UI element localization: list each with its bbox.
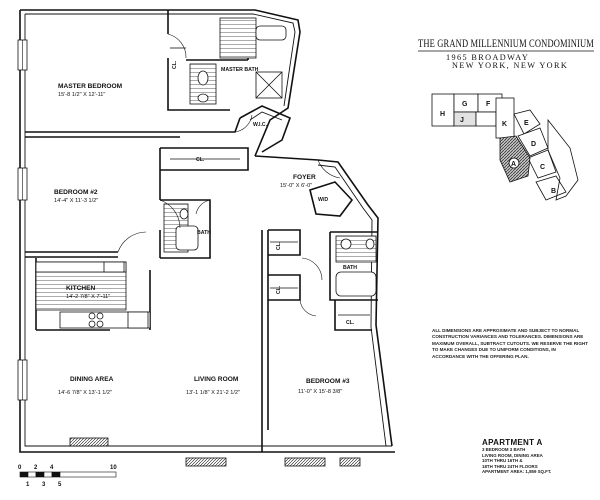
disclaimer-note: ALL DIMENSIONS ARE APPROXIMATE AND SUBJE…	[432, 328, 589, 359]
apartment-line: 10TH THRU 16TH &	[482, 458, 523, 464]
closet-label-bedroom2: CL.	[196, 157, 205, 163]
room-labels: MASTER BEDROOM 15'-8 1/2" X 12'-11" MAST…	[54, 60, 357, 396]
apartment-info: APARTMENT A 3 BEDROOM 3 BATH LIVING ROOM…	[482, 438, 592, 475]
room-living: LIVING ROOM	[194, 376, 239, 383]
room-bedroom-2-dims: 14'-4" X 11'-3 1/2"	[54, 198, 98, 204]
key-unit-f: F	[486, 101, 491, 108]
scale-2: 2	[34, 465, 38, 471]
scale-10: 10	[110, 465, 117, 471]
room-kitchen-dims: 14'-2 7/8" X 7'-11"	[66, 294, 110, 300]
room-wd: W/D	[318, 197, 328, 203]
room-foyer-dims: 15'-0" X 6'-0"	[280, 183, 312, 189]
key-unit-a: A	[511, 161, 516, 168]
closet-label-upper: CL.	[276, 241, 282, 250]
building-title: THE GRAND MILLENNIUM CONDOMINIUM	[418, 38, 594, 50]
scale-1: 1	[26, 482, 30, 488]
building-city: NEW YORK, NEW YORK	[452, 61, 568, 70]
room-bedroom-3-dims: 11'-0" X 15'-8 3/8"	[298, 389, 342, 395]
room-kitchen: KITCHEN	[66, 285, 96, 292]
key-unit-k: K	[502, 121, 507, 128]
key-plan-labels: H G F J K E D C A B	[440, 101, 556, 195]
room-bedroom-3: BEDROOM #3	[306, 378, 350, 385]
apartment-line: LIVING ROOM, DINING AREA	[482, 452, 543, 458]
closet-label-master: CL.	[172, 60, 178, 69]
room-foyer: FOYER	[293, 174, 316, 181]
cabinetry	[35, 17, 377, 329]
room-dining: DINING AREA	[70, 376, 114, 383]
room-bedroom-2: BEDROOM #2	[54, 189, 98, 196]
room-living-dims: 13'-1 1/8" X 21'-2 1/2"	[186, 390, 240, 396]
building-address: 1965 BROADWAY	[446, 53, 529, 62]
apartment-line: APARTMENT AREA: 1,859 SQ.FT.	[482, 469, 552, 475]
scale-3: 3	[42, 482, 46, 488]
windows	[17, 39, 361, 467]
key-unit-b: B	[551, 188, 556, 195]
room-wic: W.I.C.	[253, 122, 268, 128]
key-unit-d: D	[531, 141, 536, 148]
key-unit-g: G	[462, 101, 468, 108]
key-unit-h: H	[440, 111, 445, 118]
scale-4: 4	[50, 465, 54, 471]
scale-5: 5	[58, 482, 62, 488]
scale-labels: 0 2 4 10 1 3 5	[18, 465, 117, 488]
key-unit-c: C	[540, 164, 545, 171]
apartment-title: APARTMENT A	[482, 438, 543, 447]
door-swings	[117, 33, 341, 317]
scale-bar	[19, 471, 117, 478]
room-bath-3: BATH	[343, 265, 357, 271]
closet-label-bath3: CL.	[346, 320, 355, 326]
room-master-bath: MASTER BATH	[221, 67, 259, 73]
apartment-line: 18TH THRU 24TH FLOORS	[482, 463, 538, 469]
key-unit-e: E	[524, 120, 529, 127]
room-dining-dims: 14'-6 7/8" X 13'-1 1/2"	[58, 390, 112, 396]
room-master-bedroom: MASTER BEDROOM	[58, 83, 123, 90]
key-unit-j: J	[460, 117, 464, 124]
building-header: THE GRAND MILLENNIUM CONDOMINIUM 1965 BR…	[418, 38, 594, 70]
key-plan	[431, 93, 579, 201]
scale-0: 0	[18, 465, 22, 471]
room-bath-2: BATH	[197, 230, 211, 236]
apartment-line: 3 BEDROOM 3 BATH	[482, 447, 526, 452]
closet-label-lower: CL.	[276, 285, 282, 294]
room-master-bedroom-dims: 15'-8 1/2" X 12'-11"	[58, 92, 105, 98]
